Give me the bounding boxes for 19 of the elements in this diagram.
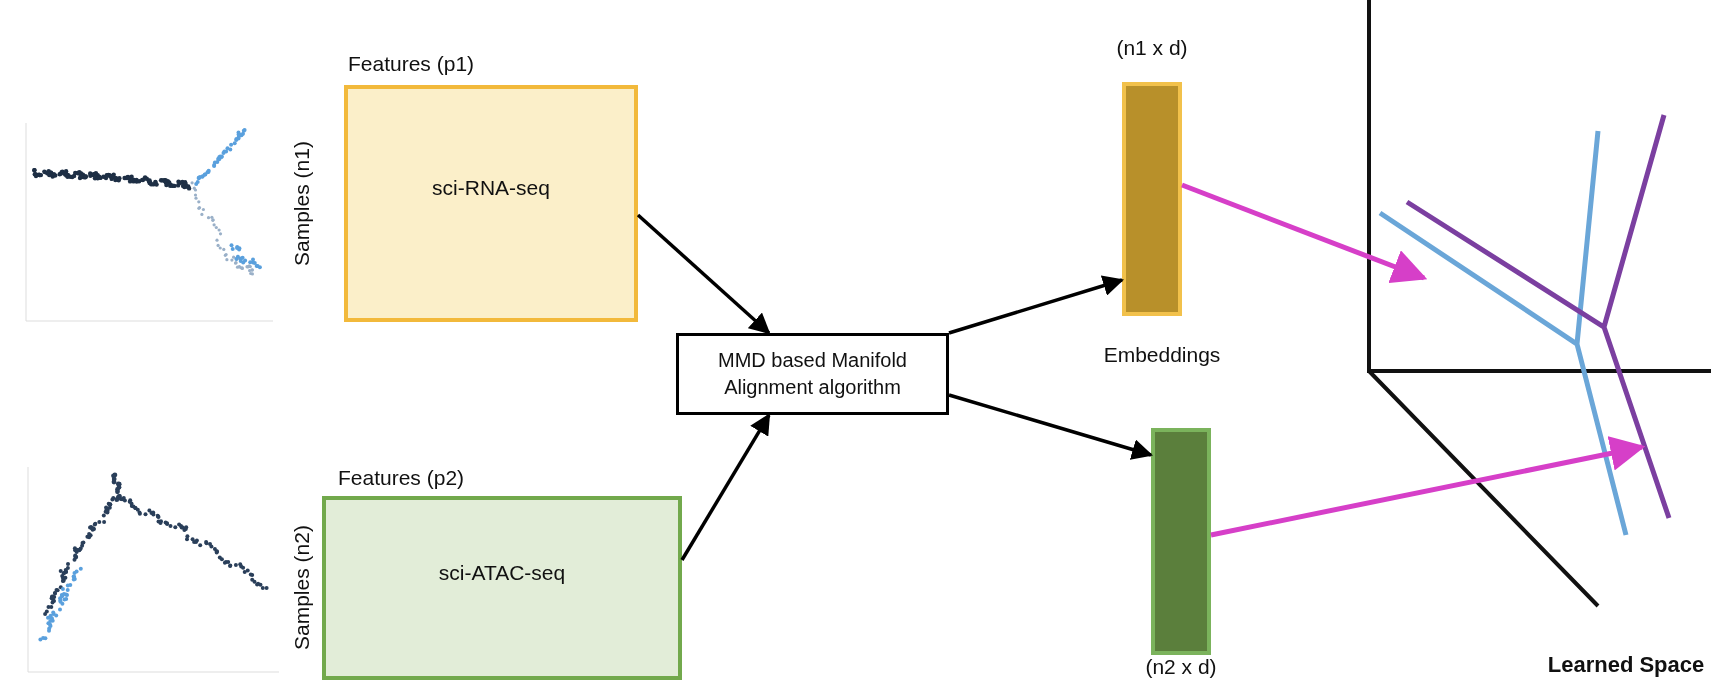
node-label: Learned Space bbox=[1547, 652, 1705, 678]
arrow bbox=[636, 213, 771, 335]
row-heading: Samples (n1) bbox=[290, 140, 314, 268]
row-heading: Samples (n2) bbox=[290, 524, 314, 653]
dimension-label: (n2 x d) bbox=[1145, 655, 1217, 680]
column-heading: Features (p2) bbox=[338, 466, 465, 491]
dimension-label: (n1 x d) bbox=[1116, 36, 1188, 61]
embedding-bar bbox=[1151, 428, 1211, 655]
arrow bbox=[1210, 436, 1646, 538]
dataset-name: sci-RNA-seq bbox=[432, 176, 550, 201]
embedding-bar bbox=[1122, 82, 1182, 316]
column-heading: Features (p1) bbox=[348, 52, 475, 77]
arrow bbox=[680, 413, 771, 561]
arrow bbox=[1181, 182, 1428, 284]
arrow bbox=[948, 393, 1153, 460]
arrow bbox=[948, 275, 1124, 335]
text-label: Embeddings bbox=[1103, 343, 1221, 368]
process-box: MMD based Manifold Alignment algorithm bbox=[676, 333, 949, 415]
dataset-name: sci-ATAC-seq bbox=[438, 560, 566, 586]
